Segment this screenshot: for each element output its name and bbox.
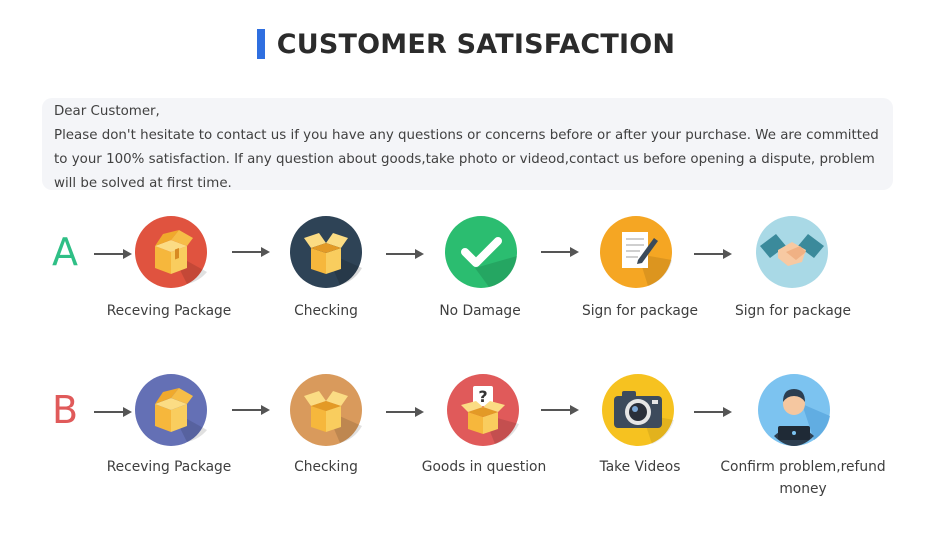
document-pen-icon — [600, 216, 672, 288]
row-b-letter: B — [52, 388, 79, 432]
support-agent-icon — [758, 374, 830, 446]
svg-text:?: ? — [478, 387, 487, 406]
question-box-icon: ? — [447, 374, 519, 446]
arrow-icon — [386, 407, 424, 417]
row-a-letter: A — [52, 230, 78, 274]
message-line-1: Please don't hesitate to contact us if y… — [54, 128, 879, 143]
step-label: Sign for package — [581, 303, 699, 319]
step-label: No Damage — [439, 303, 521, 319]
arrow-icon — [541, 405, 579, 415]
message-line-3: will be solved at first time. — [54, 176, 232, 191]
arrow-icon — [541, 247, 579, 257]
arrow-icon — [694, 249, 732, 259]
step-label: Receving Package — [106, 459, 232, 475]
arrow-icon — [232, 405, 270, 415]
step-label: Goods in question — [421, 459, 547, 475]
step-label: Checking — [294, 459, 358, 475]
checkmark-icon — [445, 216, 517, 288]
arrow-icon — [694, 407, 732, 417]
title-accent-bar — [256, 29, 265, 59]
open-box-icon — [135, 216, 207, 288]
page-header: CUSTOMER SATISFACTION — [0, 24, 932, 64]
handshake-icon — [756, 216, 828, 288]
step-label: Receving Package — [106, 303, 232, 319]
step-label: Confirm problem,refund money — [720, 459, 886, 497]
page-title: CUSTOMER SATISFACTION — [276, 28, 676, 60]
customer-message-box: Dear Customer, Please don't hesitate to … — [42, 98, 893, 191]
step-label: Sign for package — [734, 303, 852, 319]
open-box-icon — [135, 374, 207, 446]
arrow-icon — [232, 247, 270, 257]
message-greeting: Dear Customer, — [54, 104, 160, 119]
camera-icon — [602, 374, 674, 446]
message-line-2: to your 100% satisfaction. If any questi… — [54, 152, 875, 167]
arrow-icon — [94, 407, 132, 417]
step-label: Checking — [294, 303, 358, 319]
arrow-icon — [386, 249, 424, 259]
open-box-icon — [290, 216, 362, 288]
arrow-icon — [94, 249, 132, 259]
open-box-icon — [290, 374, 362, 446]
step-label: Take Videos — [599, 459, 681, 475]
